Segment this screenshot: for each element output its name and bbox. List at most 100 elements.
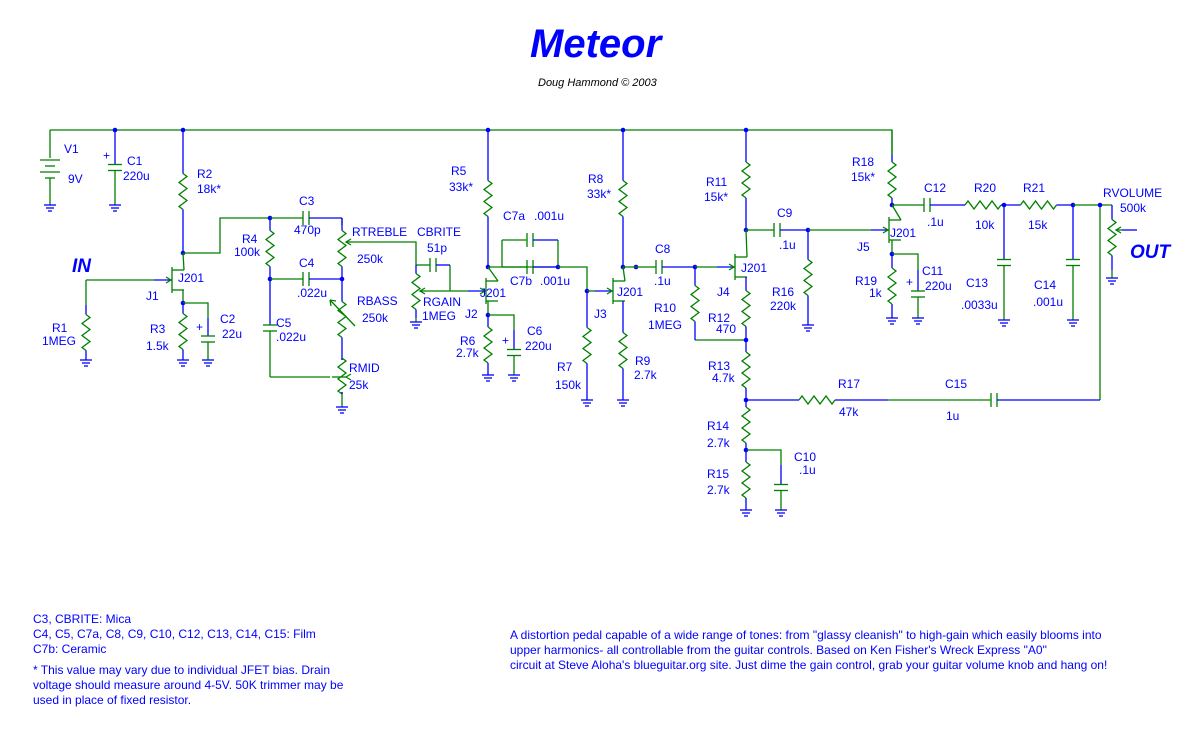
component-label: C11: [922, 264, 943, 278]
component-label: R17: [838, 377, 860, 391]
component-label: .1u: [799, 463, 816, 477]
R2-resistor: [177, 130, 189, 253]
gate-arrow: [882, 226, 890, 234]
zigzag: [802, 258, 814, 297]
component-label: J201: [178, 271, 204, 285]
zigzag: [740, 406, 752, 444]
RVOLUME-resistor: [1106, 205, 1118, 270]
component-label: 51p: [427, 241, 447, 255]
note-line: C3, CBRITE: Mica: [33, 612, 132, 626]
component-label: R9: [635, 354, 651, 368]
component-label: .001u: [534, 209, 564, 223]
component-label: 500k: [1120, 201, 1147, 215]
C5-capacitor: [263, 279, 277, 377]
R19-resistor: [886, 254, 898, 318]
C8-capacitor: [623, 260, 695, 274]
component-label: R19: [855, 274, 877, 288]
component-label: 150k: [555, 378, 582, 392]
C13-capacitor: [997, 205, 1011, 320]
polarity-plus: +: [906, 275, 913, 289]
gate-arrow: [728, 263, 736, 271]
ground-icon: [1067, 319, 1079, 327]
R20-resistor: [962, 199, 1004, 211]
component-label: .022u: [276, 330, 306, 344]
component-label: R8: [588, 172, 604, 186]
zigzag: [482, 179, 494, 218]
component-label: R7: [557, 360, 573, 374]
component-label: C3: [299, 194, 315, 208]
junction-dot: [1097, 202, 1103, 208]
ground-icon: [775, 509, 787, 517]
component-label: .022u: [297, 286, 327, 300]
zigzag: [740, 461, 752, 499]
battery-icon: [40, 159, 60, 179]
component-label: C4: [299, 256, 315, 270]
R14-resistor: [740, 400, 752, 450]
R9-resistor: [617, 301, 629, 400]
component-label: J201: [741, 261, 767, 275]
component-label: R21: [1023, 181, 1045, 195]
component-label: C6: [527, 324, 543, 338]
component-label: R11: [706, 175, 727, 189]
zigzag: [177, 172, 189, 211]
component-label: 22u: [222, 327, 242, 341]
description-line: upper harmonics- all controllable from t…: [510, 643, 1047, 657]
component-label: 220u: [925, 279, 952, 293]
description-line: A distortion pedal capable of a wide ran…: [510, 628, 1102, 642]
component-label: R6: [460, 334, 476, 348]
component-label: C15: [945, 377, 967, 391]
ground-icon: [202, 359, 214, 367]
zigzag: [264, 229, 276, 268]
ground-icon: [177, 359, 189, 367]
component-label: 470p: [294, 223, 321, 237]
component-label: RGAIN: [423, 295, 461, 309]
component-label: R13: [708, 359, 730, 373]
component-label: J201: [480, 286, 506, 300]
J5-jfet: [871, 217, 901, 243]
component-label: RMID: [349, 361, 380, 375]
component-label: 33k*: [587, 187, 611, 201]
R11-resistor: [740, 130, 752, 230]
zigzag: [886, 161, 898, 199]
component-label: .001u: [540, 274, 570, 288]
component-label: C13: [966, 276, 988, 290]
variable-arrow: [329, 299, 356, 327]
component-label: 100k: [234, 245, 261, 259]
R8-resistor: [617, 130, 629, 267]
wire: [622, 266, 626, 282]
ground-icon: [617, 399, 629, 407]
component-label: C14: [1034, 278, 1056, 292]
component-label: 250k: [362, 311, 389, 325]
component-label: 47k: [839, 405, 859, 419]
schematic-title: Meteor: [530, 22, 662, 66]
zigzag: [1106, 218, 1118, 257]
ground-icon: [740, 509, 752, 517]
circuit-description: A distortion pedal capable of a wide ran…: [510, 628, 1107, 673]
zigzag: [336, 229, 348, 268]
R3-resistor: [177, 303, 189, 360]
C7a-capacitor: [502, 233, 558, 247]
ground-icon: [336, 406, 348, 414]
CBRITE-capacitor: [416, 258, 450, 272]
component-label: 220u: [123, 169, 150, 183]
component-label: 2.7k: [456, 346, 480, 360]
component-label: CBRITE: [417, 225, 461, 239]
RBASS-resistor: [336, 279, 348, 360]
parts-notes: C3, CBRITE: Mica C4, C5, C7a, C8, C9, C1…: [33, 612, 343, 708]
ground-icon: [998, 319, 1010, 327]
component-label: C9: [777, 206, 793, 220]
polarity-plus: +: [196, 320, 203, 334]
component-label: 2.7k: [634, 368, 658, 382]
component-label: RBASS: [357, 294, 398, 308]
variable-arrow-head: [329, 299, 337, 307]
R15-resistor: [740, 450, 752, 510]
ground-icon: [482, 374, 494, 382]
zigzag: [177, 312, 189, 351]
component-label: C5: [276, 316, 292, 330]
C14-capacitor: [1066, 205, 1080, 320]
component-label: 250k: [357, 252, 384, 266]
R4-resistor: [264, 218, 276, 279]
component-label: 2.7k: [707, 483, 731, 497]
